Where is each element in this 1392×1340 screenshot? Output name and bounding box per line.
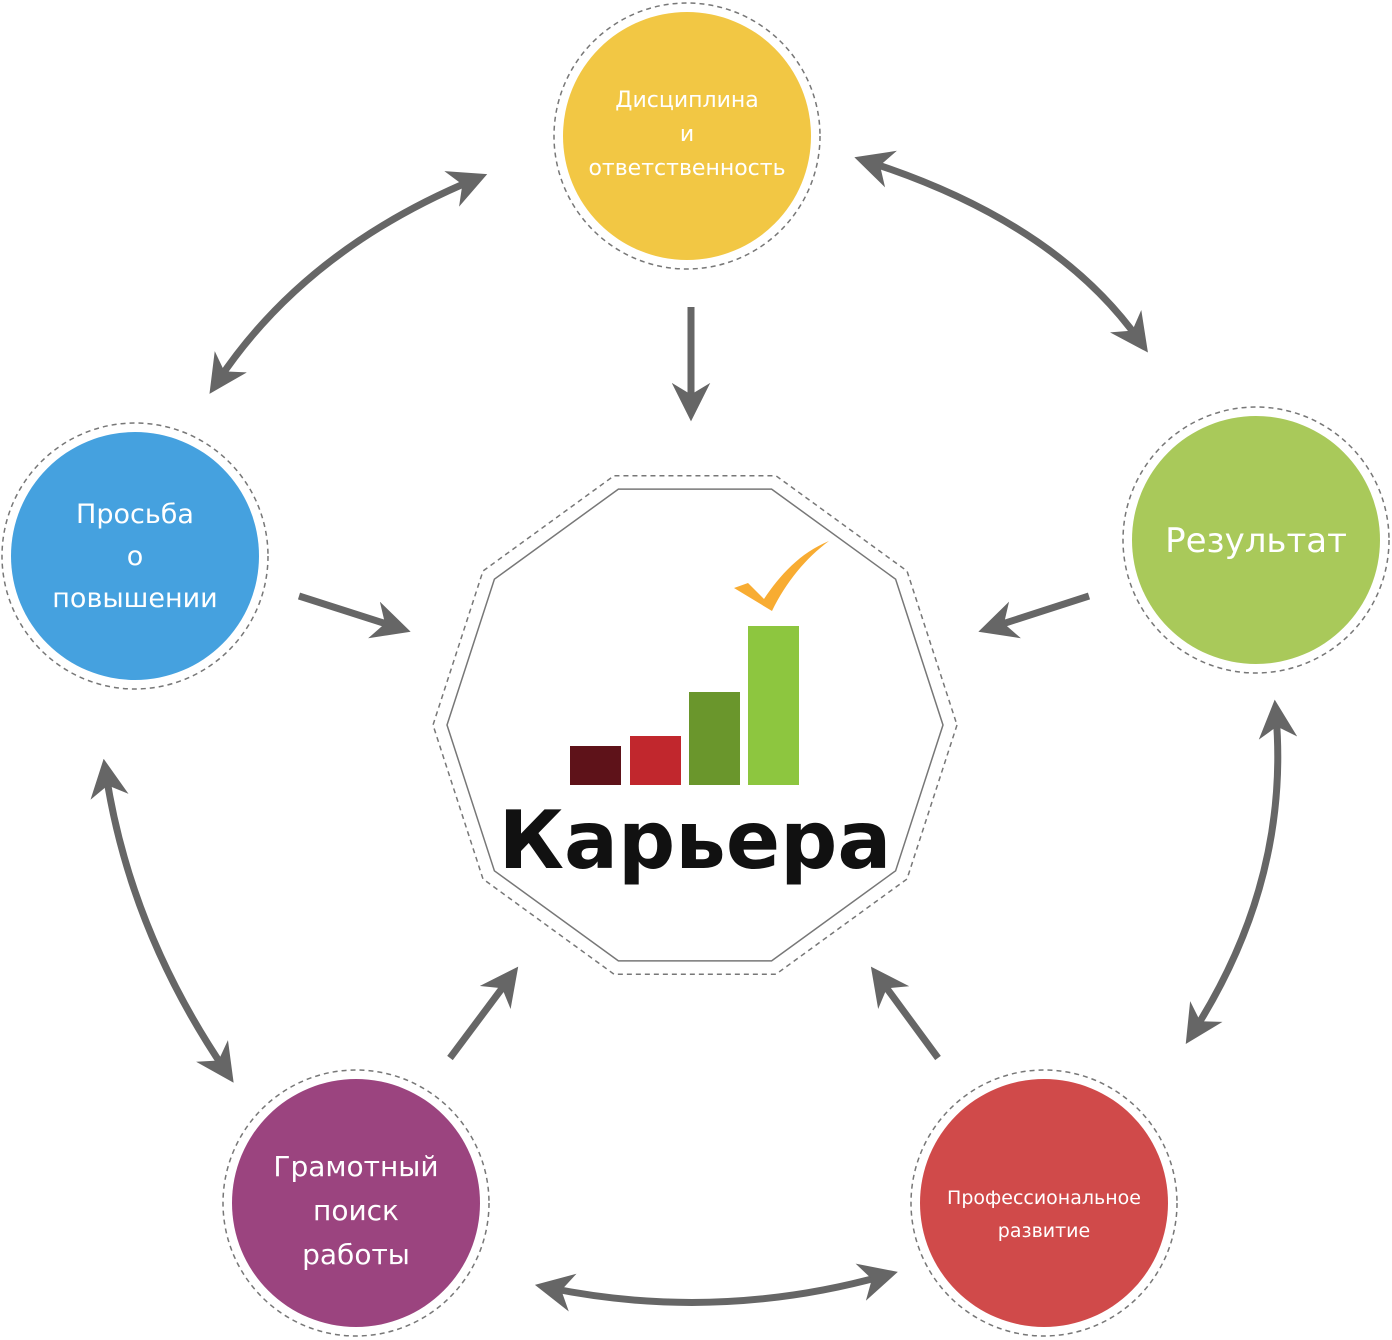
node-discipline-line-3: ответственность — [588, 156, 785, 181]
node-result: Результат — [1122, 406, 1390, 674]
arrow-job-search-to-career — [447, 966, 519, 1061]
growth-bar-1 — [570, 746, 621, 785]
arrow-result-to-career — [978, 592, 1091, 639]
growth-bars-icon — [570, 626, 799, 785]
node-promotion-request-line-2: о — [127, 541, 144, 572]
growth-bar-2 — [630, 736, 681, 785]
growth-bar-4 — [748, 626, 799, 785]
arrow-development-job-search — [534, 1263, 898, 1312]
node-discipline-circle — [563, 12, 811, 260]
node-discipline-line-2: и — [680, 122, 694, 147]
node-promotion-request-line-3: повышении — [52, 583, 217, 614]
node-result-line-1: Результат — [1165, 521, 1347, 561]
arrow-discipline-promotion — [209, 171, 488, 394]
node-job-search-line-3: работы — [302, 1238, 410, 1271]
node-job-search: Грамотный поиск работы — [222, 1069, 490, 1337]
arrow-promotion-to-career — [297, 592, 411, 639]
node-result-circle — [1132, 416, 1380, 664]
node-professional-development-line-2: развитие — [998, 1220, 1090, 1242]
arrow-job-search-promotion — [90, 758, 234, 1083]
growth-bar-3 — [689, 692, 740, 785]
node-professional-development: Профессиональное развитие — [910, 1069, 1178, 1337]
node-promotion-request: Просьба о повышении — [1, 422, 269, 690]
node-professional-development-line-1: Профессиональное — [947, 1187, 1141, 1209]
checkmark-icon — [734, 541, 829, 611]
arrow-development-to-career — [870, 966, 941, 1061]
node-job-search-line-2: поиск — [313, 1194, 399, 1227]
arrow-result-development — [1185, 699, 1298, 1044]
connector-arrows — [90, 150, 1298, 1312]
node-discipline-line-1: Дисциплина — [615, 88, 758, 113]
center-title: Карьера — [499, 794, 892, 887]
node-promotion-request-circle — [11, 432, 259, 680]
node-promotion-request-line-1: Просьба — [76, 499, 194, 530]
node-professional-development-circle — [920, 1079, 1168, 1327]
node-job-search-line-1: Грамотный — [273, 1150, 438, 1183]
node-discipline: Дисциплина и ответственность — [553, 2, 821, 270]
center-hub: Карьера — [432, 475, 958, 975]
arrow-discipline-result — [854, 150, 1148, 353]
node-job-search-circle — [232, 1079, 480, 1327]
